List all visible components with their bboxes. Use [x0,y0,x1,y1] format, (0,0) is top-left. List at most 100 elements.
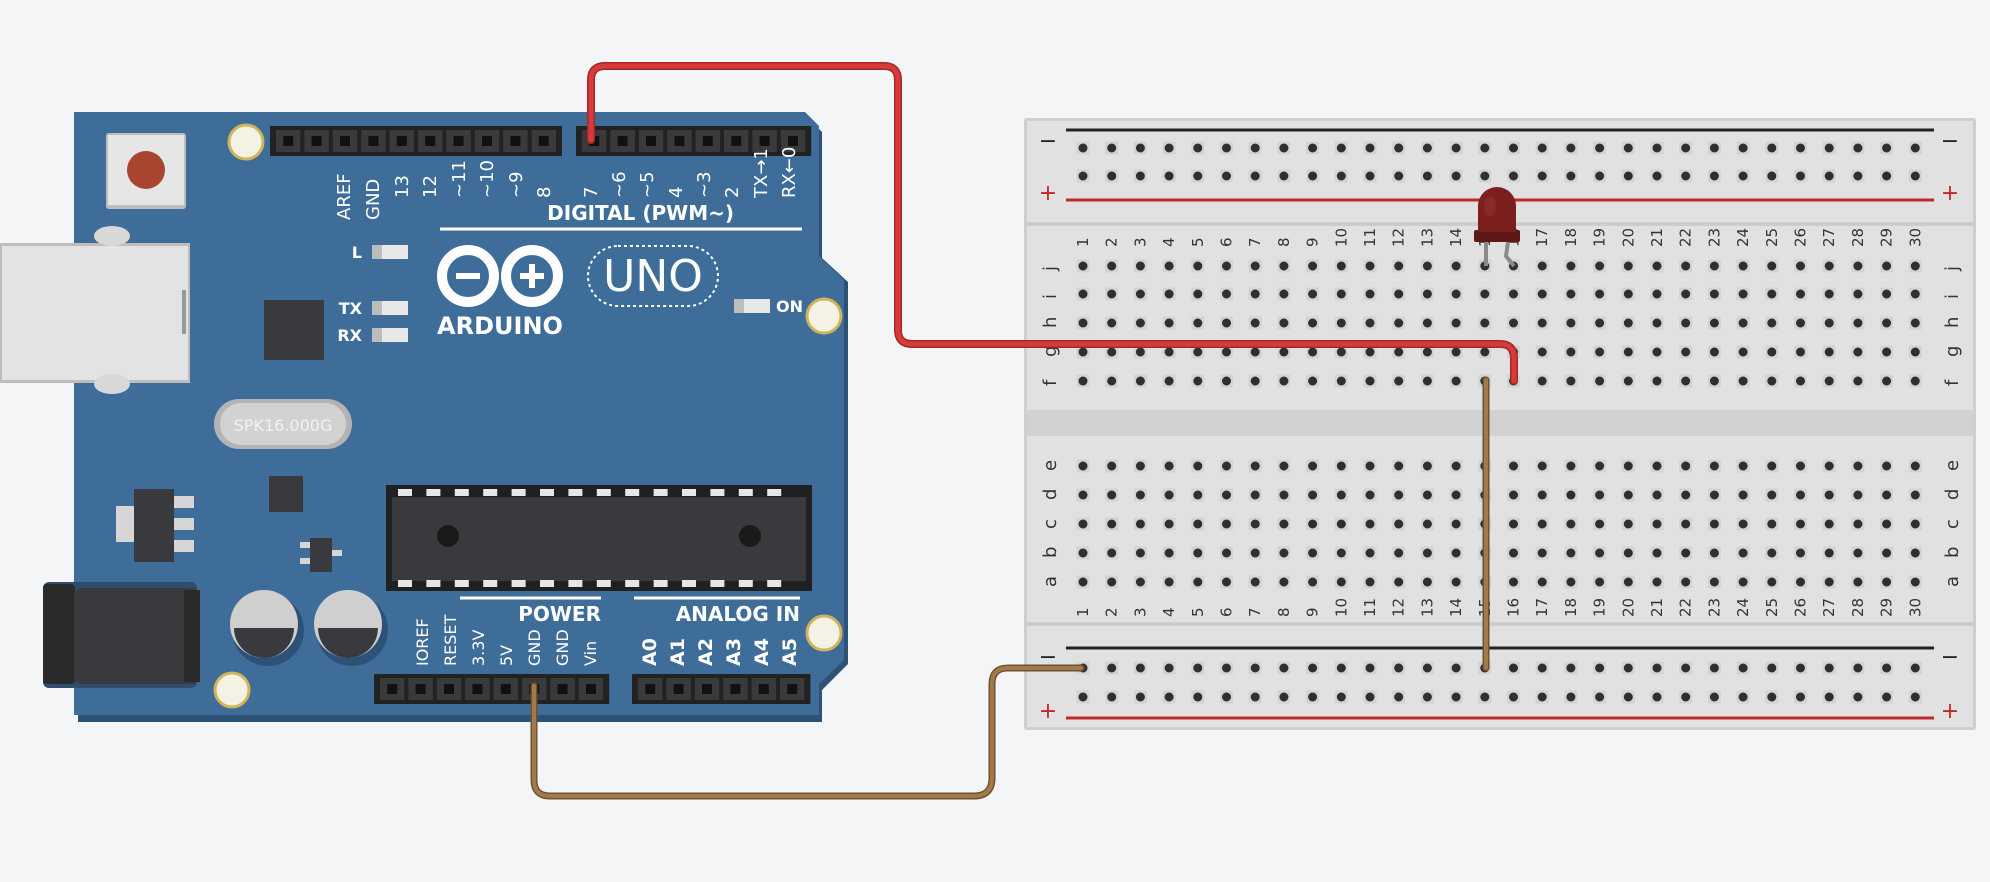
breadboard-hole[interactable] [1738,347,1748,357]
breadboard-hole[interactable] [1308,519,1318,529]
breadboard-hole[interactable] [1623,577,1633,587]
breadboard-hole[interactable] [1135,143,1145,153]
breadboard-hole[interactable] [1853,519,1863,529]
breadboard-hole[interactable] [1078,490,1088,500]
breadboard-hole[interactable] [1882,663,1892,673]
breadboard-hole[interactable] [1681,490,1691,500]
breadboard-hole[interactable] [1250,519,1260,529]
breadboard-hole[interactable] [1623,461,1633,471]
breadboard-hole[interactable] [1394,461,1404,471]
analog-pin-header[interactable] [632,674,811,704]
breadboard-hole[interactable] [1853,577,1863,587]
breadboard-hole[interactable] [1910,692,1920,702]
breadboard-hole[interactable] [1681,318,1691,328]
breadboard-hole[interactable] [1853,692,1863,702]
breadboard-hole[interactable] [1336,490,1346,500]
breadboard-hole[interactable] [1336,663,1346,673]
breadboard-hole[interactable] [1078,318,1088,328]
breadboard-hole[interactable] [1279,519,1289,529]
breadboard-hole[interactable] [1394,143,1404,153]
breadboard-hole[interactable] [1279,318,1289,328]
breadboard-hole[interactable] [1853,143,1863,153]
breadboard-hole[interactable] [1394,519,1404,529]
breadboard-hole[interactable] [1767,261,1777,271]
breadboard-hole[interactable] [1135,171,1145,181]
breadboard-hole[interactable] [1623,663,1633,673]
breadboard-hole[interactable] [1250,577,1260,587]
breadboard-hole[interactable] [1595,143,1605,153]
breadboard-hole[interactable] [1107,663,1117,673]
breadboard-hole[interactable] [1824,318,1834,328]
breadboard-hole[interactable] [1336,289,1346,299]
breadboard-hole[interactable] [1537,490,1547,500]
breadboard-hole[interactable] [1623,490,1633,500]
breadboard-hole[interactable] [1796,318,1805,328]
breadboard-hole[interactable] [1078,519,1088,529]
breadboard-hole[interactable] [1623,519,1633,529]
breadboard-hole[interactable] [1451,490,1461,500]
breadboard-hole[interactable] [1623,289,1633,299]
breadboard-hole[interactable] [1107,376,1117,386]
breadboard-hole[interactable] [1193,692,1203,702]
breadboard-hole[interactable] [1193,548,1203,558]
breadboard-hole[interactable] [1681,261,1691,271]
breadboard-hole[interactable] [1164,171,1174,181]
breadboard-hole[interactable] [1824,347,1834,357]
breadboard-hole[interactable] [1422,318,1432,328]
breadboard-hole[interactable] [1709,171,1719,181]
breadboard-hole[interactable] [1250,318,1260,328]
breadboard-hole[interactable] [1135,461,1145,471]
breadboard-hole[interactable] [1882,692,1892,702]
breadboard-hole[interactable] [1107,692,1117,702]
breadboard-hole[interactable] [1853,171,1863,181]
breadboard-hole[interactable] [1824,519,1834,529]
breadboard-hole[interactable] [1910,261,1920,271]
breadboard-hole[interactable] [1107,548,1117,558]
breadboard-hole[interactable] [1595,663,1605,673]
breadboard-hole[interactable] [1107,318,1117,328]
breadboard-hole[interactable] [1853,490,1863,500]
breadboard-hole[interactable] [1824,577,1834,587]
breadboard-hole[interactable] [1222,663,1231,673]
breadboard-hole[interactable] [1767,490,1777,500]
breadboard-hole[interactable] [1164,577,1174,587]
breadboard-hole[interactable] [1595,376,1605,386]
breadboard-hole[interactable] [1652,548,1662,558]
breadboard-hole[interactable] [1222,519,1231,529]
breadboard-hole[interactable] [1537,692,1547,702]
breadboard-hole[interactable] [1910,663,1920,673]
breadboard-hole[interactable] [1709,347,1719,357]
breadboard-hole[interactable] [1623,376,1633,386]
breadboard-hole[interactable] [1308,261,1318,271]
breadboard-hole[interactable] [1738,461,1748,471]
breadboard-hole[interactable] [1652,171,1662,181]
breadboard-hole[interactable] [1738,318,1748,328]
breadboard-hole[interactable] [1882,577,1892,587]
breadboard-hole[interactable] [1882,519,1892,529]
breadboard-hole[interactable] [1164,548,1174,558]
breadboard-hole[interactable] [1222,461,1231,471]
breadboard-hole[interactable] [1882,289,1892,299]
breadboard-hole[interactable] [1853,347,1863,357]
breadboard-hole[interactable] [1738,376,1748,386]
breadboard-hole[interactable] [1164,347,1174,357]
breadboard-hole[interactable] [1509,490,1518,500]
breadboard-hole[interactable] [1681,289,1691,299]
breadboard-hole[interactable] [1107,347,1117,357]
breadboard-hole[interactable] [1537,289,1547,299]
breadboard-hole[interactable] [1566,261,1576,271]
breadboard-hole[interactable] [1509,318,1518,328]
breadboard-hole[interactable] [1222,692,1231,702]
breadboard-hole[interactable] [1193,318,1203,328]
breadboard-hole[interactable] [1279,171,1289,181]
breadboard-hole[interactable] [1509,461,1518,471]
breadboard-hole[interactable] [1681,577,1691,587]
breadboard-hole[interactable] [1422,171,1432,181]
breadboard-hole[interactable] [1107,490,1117,500]
breadboard-hole[interactable] [1796,289,1805,299]
breadboard-hole[interactable] [1681,143,1691,153]
breadboard-hole[interactable] [1365,318,1375,328]
breadboard-hole[interactable] [1767,376,1777,386]
breadboard-hole[interactable] [1250,289,1260,299]
breadboard-hole[interactable] [1164,376,1174,386]
